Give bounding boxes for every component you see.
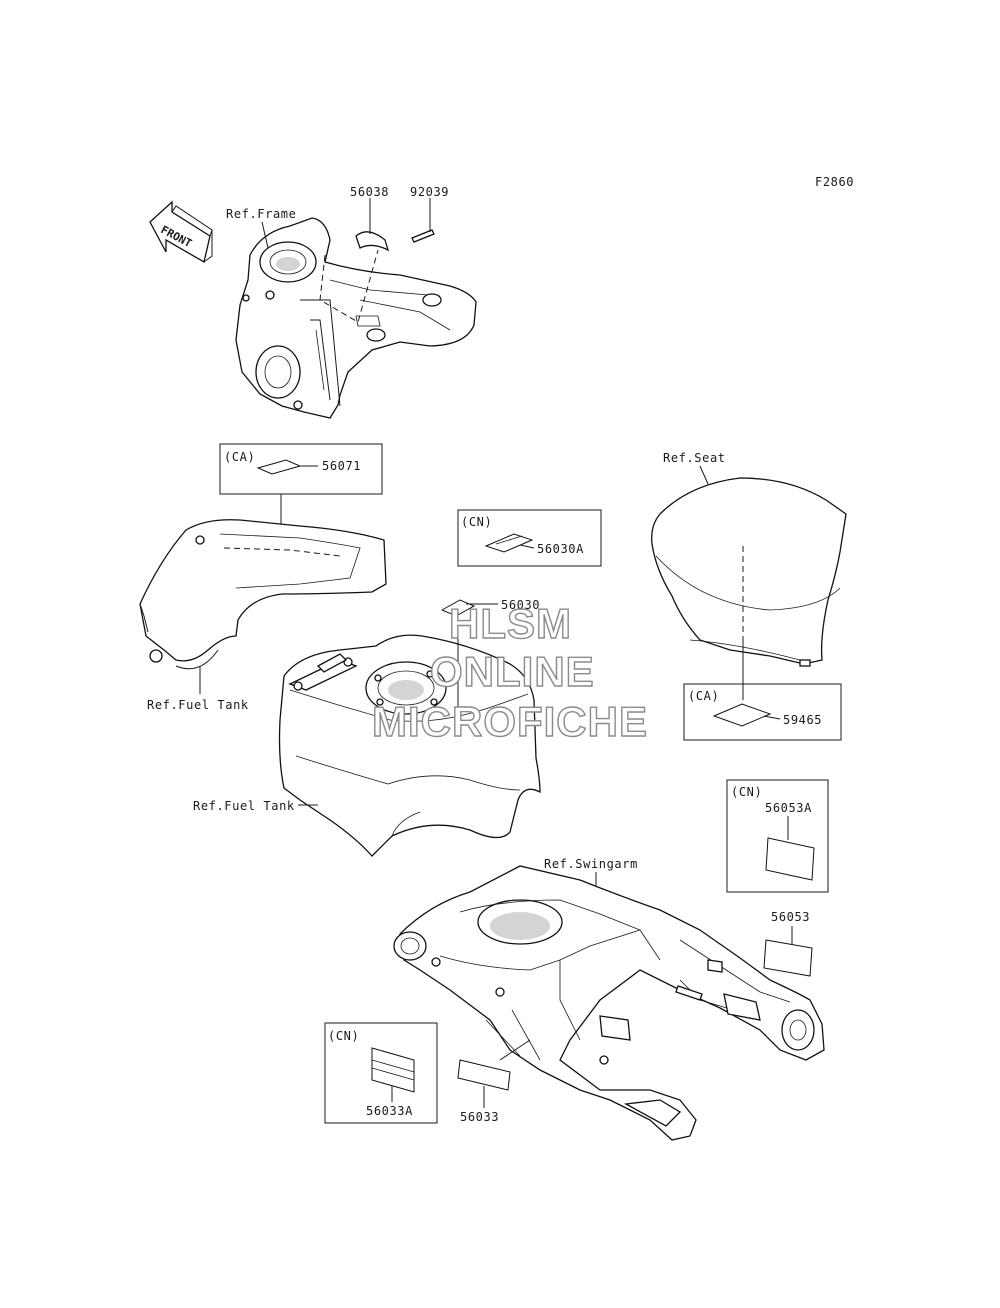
label-56053-icon [763,939,813,977]
ca-59465-box [683,683,842,741]
ref-frame-leader [261,221,269,249]
ca-56071-tag: (CA) [224,450,255,464]
ref-seat-leader [699,465,709,485]
part-56030-label: 56030 [501,598,540,612]
cn-56030a-tag: (CN) [461,515,492,529]
frame-drawing [235,217,477,419]
label-56033-icon [457,1059,511,1091]
ca-56071-box [219,443,383,495]
seat-drawing [651,477,847,667]
fuel-tank-drawing [278,634,541,857]
part-56033a-label: 56033A [366,1104,413,1118]
ca-59465-tag: (CA) [688,689,719,703]
part-56033-label: 56033 [460,1110,499,1124]
part-56053a-label: 56053A [765,801,812,815]
fuel-tank-cover-drawing [139,519,387,670]
part-92039-band [411,198,435,243]
label-56033a-icon [371,1047,415,1093]
label-56071-icon [256,459,302,475]
front-arrow: FRONT [149,200,213,264]
cn-56053a-tag: (CN) [731,785,762,799]
label-56053a-icon [765,837,815,881]
part-56038-clamp [355,198,390,252]
part-56033-leader [499,1039,531,1061]
label-56030a-icon [484,533,534,553]
cn-56053a-box [726,779,829,893]
part-56030a-label: 56030A [537,542,584,556]
label-59465-icon [712,703,772,727]
watermark-line1: HLSM [449,600,572,647]
ref-fuel-tank-main-label: Ref.Fuel Tank [193,799,295,813]
part-56038-label: 56038 [350,185,389,199]
watermark-line2: ONLINE [430,648,595,695]
diagram-id: F2860 [815,175,854,189]
ref-fuel-tank-left-label: Ref.Fuel Tank [147,698,249,712]
part-92039-label: 92039 [410,185,449,199]
part-56053-label: 56053 [771,910,810,924]
part-59465-label: 59465 [783,713,822,727]
ref-seat-label: Ref.Seat [663,451,726,465]
cn-56033a-box [324,1022,438,1124]
cn-56033a-tag: (CN) [328,1029,359,1043]
ref-frame-label: Ref.Frame [226,207,296,221]
part-56071-label: 56071 [322,459,361,473]
swingarm-drawing [393,865,825,1141]
watermark: HLSM ONLINE MICROFICHE [371,599,648,745]
cn-56030a-box [457,509,602,567]
watermark-line3: MICROFICHE [372,698,648,745]
ref-swingarm-label: Ref.Swingarm [544,857,638,871]
